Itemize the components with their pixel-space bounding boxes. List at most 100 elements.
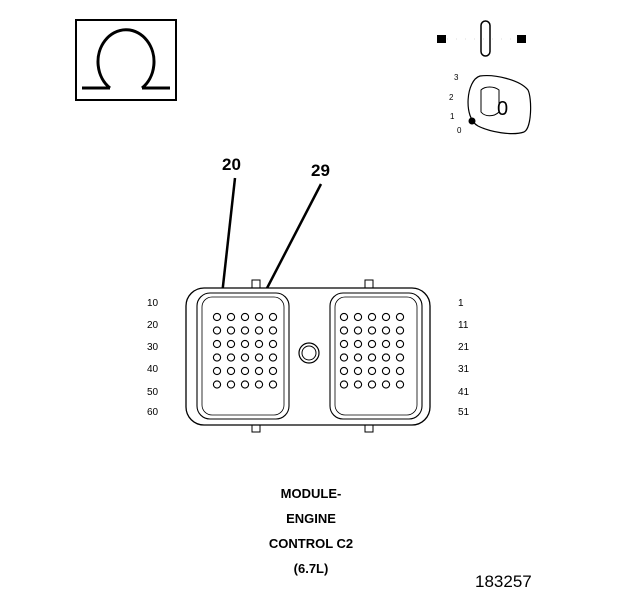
pin-cavity [240, 380, 250, 389]
pin-cavity [395, 353, 405, 362]
pin-cavity [339, 353, 349, 362]
pin-grid-left [212, 312, 278, 389]
pin-cavity [395, 366, 405, 376]
ohmmeter-symbol-box [75, 19, 177, 101]
pin-cavity [339, 339, 349, 349]
pin-cavity [381, 380, 391, 389]
pin-cavity [381, 326, 391, 335]
pin-cavity [395, 339, 405, 349]
pin-cavity [339, 312, 349, 322]
row-label: 21 [458, 342, 470, 353]
dial-position-label: 3 [454, 73, 459, 82]
row-label: 41 [458, 387, 470, 398]
indicator-block-left [437, 35, 446, 43]
pin-cavity [254, 380, 264, 389]
pin-cavity [254, 326, 264, 335]
pin-cavity [226, 366, 236, 376]
row-labels-left: 10 20 30 40 50 60 [147, 298, 159, 418]
dial-position-label: 2 [449, 93, 454, 102]
pin-cavity [212, 353, 222, 362]
row-label: 51 [458, 407, 470, 418]
pin-cavity [381, 366, 391, 376]
pin-cavity [367, 339, 377, 349]
pin-cavity [353, 326, 363, 335]
row-label: 60 [147, 407, 159, 418]
pin-cavity [367, 353, 377, 362]
pin-cavity [254, 353, 264, 362]
pin-cavity [212, 380, 222, 389]
key-label: 0 [497, 98, 508, 120]
pin-cavity [254, 366, 264, 376]
pin-cavity [268, 312, 278, 322]
pin-cavity [395, 380, 405, 389]
pin-cavity [353, 312, 363, 322]
callout-label: 29 [311, 161, 330, 180]
pin-cavity [254, 312, 264, 322]
pin-cavity [367, 380, 377, 389]
row-label: 31 [458, 364, 470, 375]
title-line: MODULE- [281, 486, 342, 501]
pin-cavity [254, 339, 264, 349]
ignition-key-indicator: 3 2 1 0 0 [437, 20, 532, 135]
pin-cavity [212, 366, 222, 376]
pin-cavity [339, 380, 349, 389]
pin-cavity [353, 339, 363, 349]
pin-cavity [268, 366, 278, 376]
pin-cavity [367, 312, 377, 322]
pin-cavity [212, 326, 222, 335]
pin-cavity [268, 353, 278, 362]
omega-icon [96, 28, 156, 90]
pin-cavity [226, 339, 236, 349]
pin-cavity [226, 312, 236, 322]
pin-cavity [395, 326, 405, 335]
key-cutout-icon [480, 86, 500, 117]
pin-cavity [381, 353, 391, 362]
title-line: (6.7L) [294, 561, 329, 576]
row-label: 40 [147, 364, 159, 375]
pin-cavity [212, 339, 222, 349]
indicator-block-right [517, 35, 526, 43]
row-label: 30 [147, 342, 159, 353]
pin-cavity [240, 366, 250, 376]
dial-position-label: 1 [450, 112, 455, 121]
pin-cavity-left-inner [201, 296, 285, 416]
row-label: 20 [147, 320, 159, 331]
row-label: 10 [147, 298, 159, 309]
dial-position-marker-icon [468, 117, 476, 125]
key-slot-icon [480, 20, 491, 57]
connector-title: MODULE- ENGINE CONTROL C2 (6.7L) [269, 486, 353, 576]
title-line: CONTROL C2 [269, 536, 353, 551]
figure-number: 183257 [475, 572, 532, 591]
pin-cavity [339, 366, 349, 376]
pin-cavity [226, 353, 236, 362]
pin-cavity [381, 312, 391, 322]
pin-cavity [212, 312, 222, 322]
pin-cavity [268, 339, 278, 349]
row-label: 11 [458, 320, 469, 331]
pin-cavity-left [196, 292, 290, 420]
pin-grid-right [339, 312, 405, 389]
pin-cavity [395, 312, 405, 322]
pin-cavity [226, 380, 236, 389]
row-label: 1 [458, 298, 464, 309]
pin-cavity-right-inner [334, 296, 418, 416]
pin-cavity-right [329, 292, 423, 420]
pin-cavity [353, 380, 363, 389]
pin-cavity [240, 339, 250, 349]
pin-cavity [353, 353, 363, 362]
title-line: ENGINE [286, 511, 336, 526]
pin-cavity [367, 326, 377, 335]
row-labels-right: 1 11 21 31 41 51 [458, 298, 470, 418]
pin-cavity [268, 326, 278, 335]
pin-cavity [268, 380, 278, 389]
callout-label: 20 [222, 155, 241, 174]
center-bolt-icon [298, 342, 320, 364]
pin-cavity [240, 312, 250, 322]
center-bolt-inner-icon [301, 345, 317, 361]
pin-cavity [367, 366, 377, 376]
pin-cavity [240, 353, 250, 362]
pin-cavity [240, 326, 250, 335]
connector-body [185, 279, 431, 433]
pin-cavity [226, 326, 236, 335]
